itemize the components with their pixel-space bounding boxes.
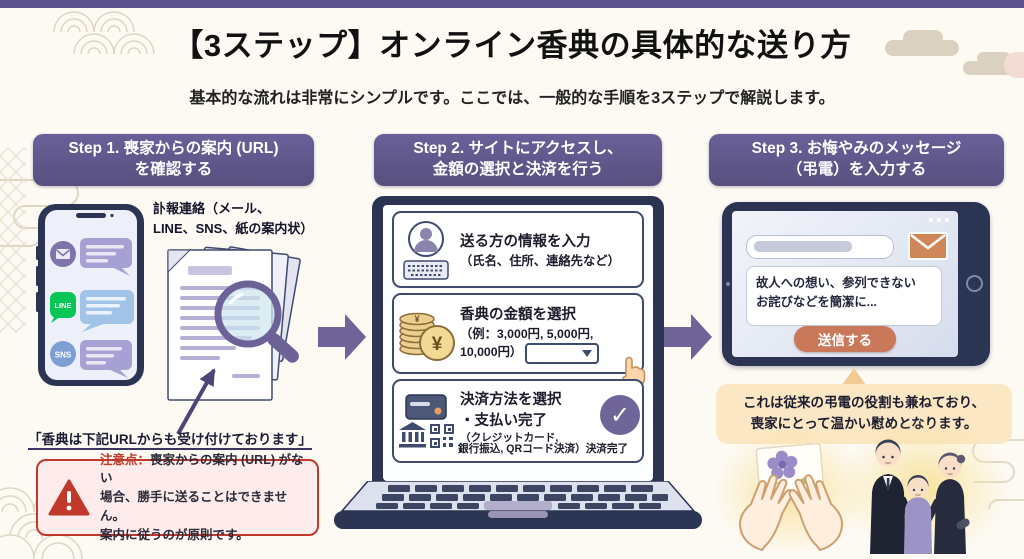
chat-bubble-sns — [80, 340, 132, 378]
panel2-line3: 10,000円） — [460, 342, 640, 364]
contact-methods-label: 訃報連絡（メール、 LINE、SNS、紙の案内状） — [153, 201, 314, 236]
qr-code-icon — [429, 424, 454, 448]
checkmark-icon: ✓ — [600, 395, 640, 435]
step2-header-line1: Step 2. サイトにアクセスし、 — [413, 140, 623, 158]
send-button[interactable]: 送信する — [794, 326, 896, 352]
panel3-line1: 決済方法を選択 — [460, 392, 562, 408]
father-figure — [870, 439, 915, 554]
step1-header: Step 1. 喪家からの案内 (URL) を確認する — [33, 134, 314, 186]
chat-bubble-mail — [80, 238, 132, 276]
documents-magnifier-illustration — [167, 246, 301, 435]
hands-with-card-illustration — [739, 442, 843, 551]
svg-text:¥: ¥ — [432, 334, 443, 355]
step3-header: Step 3. お悔やみのメッセージ （弔電）を入力する — [709, 134, 1004, 186]
user-avatar-icon — [408, 220, 444, 257]
tablet-illustration: 故人への想い、参列できない お詫びなどを簡潔に... 送信する — [722, 202, 990, 366]
keyboard-icon — [403, 259, 449, 280]
condolence-message-box[interactable]: 故人への想い、参列できない お詫びなどを簡潔に... — [746, 266, 942, 326]
line-icon: LINE — [50, 292, 76, 323]
warning-box: 注意点：喪家からの案内 (URL) がない 場合、勝手に送ることはできません。 … — [36, 453, 319, 542]
svg-text:LINE: LINE — [54, 301, 71, 310]
sns-icon: SNS — [50, 341, 76, 367]
tablet-home-button — [966, 275, 983, 292]
trackpad — [484, 501, 552, 510]
smartphone-illustration: LINE SNS — [36, 204, 144, 386]
panel1-line2: （氏名、住所、連絡先など） — [460, 254, 620, 268]
panel3-line4: 銀行振込, QRコード決済）決済完了 — [458, 443, 629, 455]
page-subtitle: 基本的な流れは非常にシンプルです。ここでは、一般的な手順を3ステップで解説します… — [189, 90, 835, 107]
step3-header-line1: Step 3. お悔やみのメッセージ — [751, 140, 962, 158]
mourning-family-illustration — [870, 439, 970, 554]
note-pointer — [842, 368, 866, 385]
form-panel-sender-info: 送る方の情報を入力 （氏名、住所、連絡先など） — [392, 211, 644, 288]
url-quote-text: 「香典は下記URLからも受け付けております」 — [14, 428, 326, 450]
arrow-step2-to-step3-icon — [664, 314, 712, 360]
step2-header: Step 2. サイトにアクセスし、 金額の選択と決済を行う — [374, 134, 662, 186]
pointer-arrow — [176, 368, 216, 435]
svg-text:¥: ¥ — [414, 314, 419, 324]
tablet-screen: 故人への想い、参列できない お詫びなどを簡潔に... 送信する — [732, 211, 958, 357]
recipient-input[interactable] — [746, 235, 894, 259]
magnifier-icon — [214, 280, 299, 363]
panel1-line1: 送る方の情報を入力 — [460, 234, 591, 250]
arrow-step1-to-step2-icon — [318, 314, 366, 360]
coins-icon: ¥ ¥ — [399, 312, 455, 361]
form-panel-payment: 決済方法を選択 ・支払い完了 （クレジットカード, 銀行振込, QRコード決済）… — [392, 379, 644, 463]
svg-text:SNS: SNS — [55, 351, 72, 360]
menu-dots-icon — [929, 218, 949, 222]
warning-prefix: 注意点： — [100, 452, 151, 467]
step1-header-line2: を確認する — [134, 161, 213, 178]
laptop-base — [334, 481, 702, 529]
panel2-line2: （例：3,000円, 5,000円, — [460, 327, 594, 342]
form-panel-amount-select: ¥ ¥ 香典の金額を選択 （例：3,000円, 5,000円, 10,000円） — [392, 293, 646, 386]
page-title: 【3ステップ】オンライン香典の具体的な送り方 — [172, 28, 852, 63]
amount-dropdown[interactable] — [525, 342, 600, 364]
mail-envelope-icon — [908, 232, 948, 260]
credit-card-icon — [405, 394, 447, 420]
panel3-line2: ・支払い完了 — [460, 413, 547, 429]
top-accent-bar — [0, 0, 1024, 8]
child-figure — [904, 475, 932, 554]
step1-header-line1: Step 1. 喪家からの案内 (URL) — [68, 140, 279, 158]
diamond-pattern-left-edge — [0, 148, 26, 333]
chat-bubble-line — [80, 290, 134, 332]
step2-header-line2: 金額の選択と決済を行う — [432, 161, 604, 178]
panel3-line3: （クレジットカード, — [460, 432, 559, 444]
warning-text: 注意点：喪家からの案内 (URL) がない 場合、勝手に送ることはできません。 … — [100, 452, 304, 542]
step3-header-line2: （弔電）を入力する — [786, 161, 927, 178]
dropdown-arrow-icon — [582, 349, 593, 357]
panel2-line1: 香典の金額を選択 — [460, 307, 576, 324]
warning-triangle-icon — [48, 479, 90, 515]
open-hands — [739, 474, 843, 551]
bank-icon — [398, 422, 426, 448]
tablet-camera-dot — [726, 282, 730, 286]
